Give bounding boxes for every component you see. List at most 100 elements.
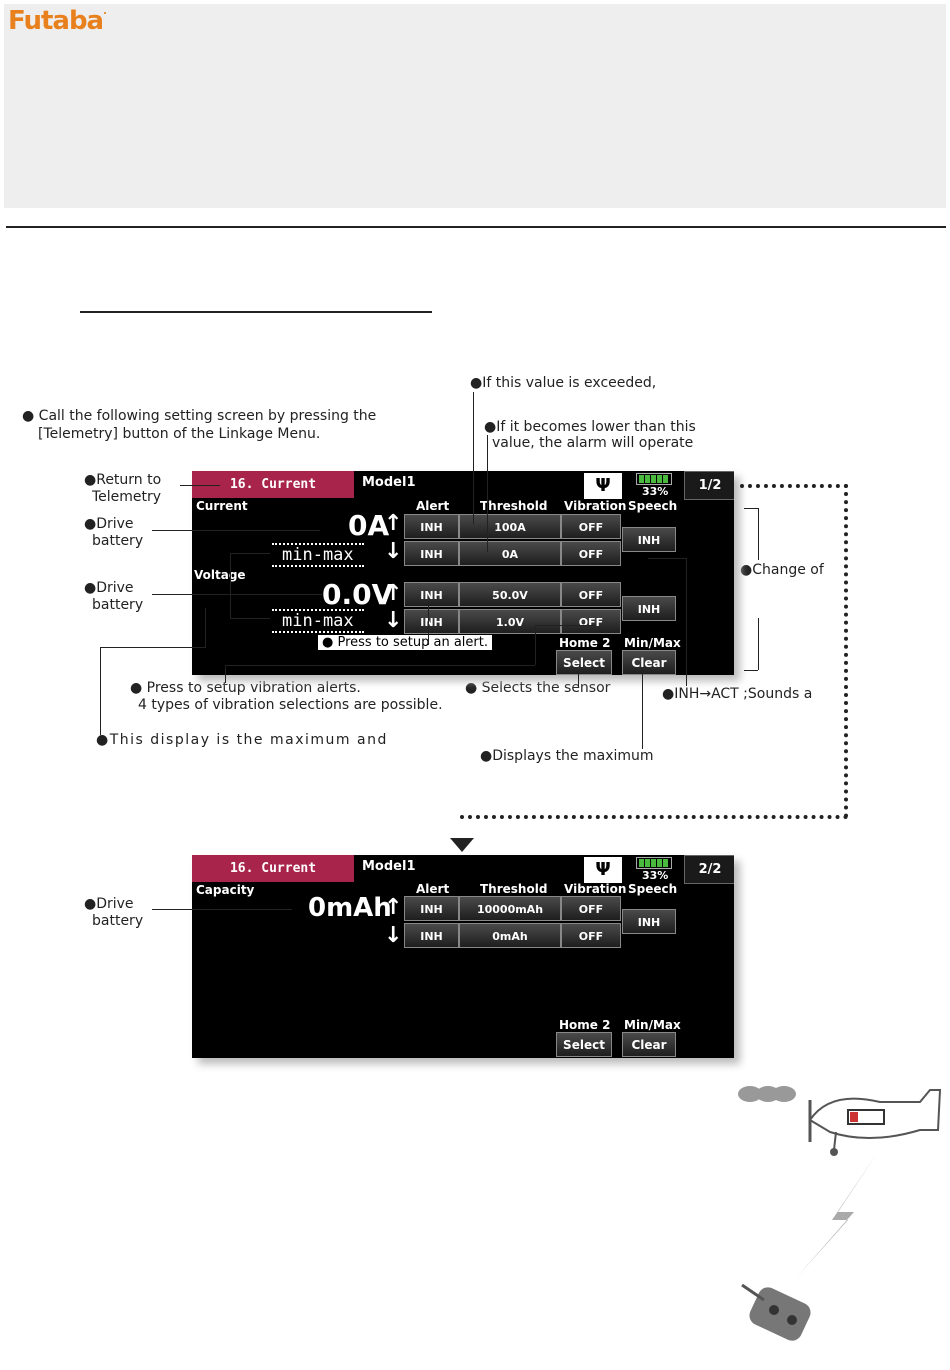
screen-title[interactable]: 16. Current	[192, 471, 354, 498]
alert-button[interactable]: INH	[404, 896, 459, 921]
airplane-icon	[808, 1089, 942, 1156]
alert-button[interactable]: INH	[404, 514, 459, 539]
alert-button[interactable]: INH	[404, 541, 459, 566]
minmax-label: Min/Max	[624, 1018, 681, 1032]
home-label: Home 2	[559, 1018, 611, 1032]
voltage-value: 0.0V	[322, 578, 394, 611]
dotted-connector	[740, 484, 848, 488]
threshold-button[interactable]: 10000mAh	[459, 896, 561, 921]
leader-line	[642, 673, 643, 749]
bracket-line	[758, 508, 759, 560]
leader-line	[535, 625, 536, 665]
note-lower-2: value, the alarm will operate	[492, 435, 694, 451]
header-threshold: Threshold	[480, 499, 548, 513]
alert-setup-callout: ● Press to setup an alert.	[318, 635, 492, 650]
note-return-1: ●Return to	[84, 472, 162, 488]
page-button[interactable]: 2/2	[684, 855, 734, 884]
vibration-button[interactable]: OFF	[561, 609, 621, 634]
note-inh-act: ●INH→ACT ;Sounds a	[662, 686, 813, 702]
note-drive3-1: ●Drive	[84, 896, 134, 912]
section-rule	[6, 226, 946, 228]
header-threshold: Threshold	[480, 882, 548, 896]
select-button[interactable]: Select	[556, 1032, 612, 1057]
leader-line	[473, 392, 474, 524]
speech-button[interactable]: INH	[622, 596, 676, 621]
threshold-button[interactable]: 1.0V	[459, 609, 561, 634]
header-alert: Alert	[416, 499, 450, 513]
battery-icon	[636, 473, 672, 485]
note-vibration-1: ● Press to setup vibration alerts.	[130, 680, 361, 696]
note-call-2: [Telemetry] button of the Linkage Menu.	[38, 426, 321, 442]
header-vibration: Vibration	[564, 499, 627, 513]
leader-line	[230, 553, 270, 554]
current-value: 0A	[348, 509, 390, 542]
note-return-2: Telemetry	[92, 489, 162, 505]
alert-button[interactable]: INH	[404, 582, 459, 607]
note-selects: ● Selects the sensor	[465, 680, 611, 696]
minmax-label: Min/Max	[624, 636, 681, 650]
lightning-icon	[796, 1152, 878, 1278]
leader-line	[535, 625, 595, 626]
threshold-button[interactable]: 0mAh	[459, 923, 561, 948]
screen-title[interactable]: 16. Current	[192, 855, 354, 882]
down-arrow-icon: ↓	[384, 539, 403, 564]
note-change: ●Change of	[740, 562, 824, 578]
threshold-button[interactable]: 0A	[459, 541, 561, 566]
capacity-value: 0mAh	[308, 893, 392, 923]
telemetry-screen-page-1: 16. Current Model1 Ψ 33% 1/2 Current Vol…	[192, 471, 734, 675]
note-drive1-1: ●Drive	[84, 516, 134, 532]
dotted-connector	[460, 815, 848, 819]
up-arrow-icon: ↑	[384, 581, 403, 606]
speech-button[interactable]: INH	[622, 527, 676, 552]
down-arrow-icon: ↓	[384, 923, 403, 948]
page-button[interactable]: 1/2	[684, 471, 734, 500]
leader-line	[152, 594, 322, 595]
leader-line	[152, 909, 292, 910]
leader-line	[152, 530, 320, 531]
antenna-icon: Ψ	[584, 473, 622, 499]
bracket-line	[744, 508, 758, 509]
clear-button[interactable]: Clear	[622, 650, 676, 675]
select-button[interactable]: Select	[556, 650, 612, 675]
down-triangle-icon	[450, 838, 474, 852]
battery-icon	[636, 857, 672, 869]
bracket-line	[744, 670, 758, 671]
current-minmax: min-max	[272, 543, 364, 567]
speech-cloud-icon	[738, 1086, 796, 1102]
leader-line	[686, 558, 687, 686]
header-alert: Alert	[416, 882, 450, 896]
leader-line	[487, 435, 488, 552]
alert-button[interactable]: INH	[404, 609, 459, 634]
battery-percent: 33%	[642, 869, 669, 882]
futaba-logo: Futaba.	[8, 6, 107, 36]
note-drive2-2: battery	[92, 597, 144, 613]
leader-line	[225, 665, 535, 666]
vibration-button[interactable]: OFF	[561, 541, 621, 566]
note-drive1-2: battery	[92, 533, 144, 549]
note-displays-max: ●Displays the maximum	[480, 748, 654, 764]
dotted-connector	[844, 484, 848, 818]
antenna-icon: Ψ	[584, 857, 622, 883]
leader-line	[225, 665, 226, 683]
up-arrow-icon: ↑	[384, 895, 403, 920]
telemetry-screen-page-2: 16. Current Model1 Ψ 33% 2/2 Capacity Al…	[192, 855, 734, 1058]
up-arrow-icon: ↑	[384, 511, 403, 536]
vibration-button[interactable]: OFF	[561, 896, 621, 921]
leader-line	[230, 553, 231, 618]
leader-line	[648, 558, 686, 559]
leader-line	[205, 608, 206, 648]
speech-button[interactable]: INH	[622, 909, 676, 934]
model-name: Model1	[362, 859, 416, 874]
vibration-button[interactable]: OFF	[561, 514, 621, 539]
note-drive3-2: battery	[92, 913, 144, 929]
note-lower-1: ●If it becomes lower than this	[484, 419, 696, 435]
threshold-button[interactable]: 50.0V	[459, 582, 561, 607]
vibration-button[interactable]: OFF	[561, 923, 621, 948]
alert-button[interactable]: INH	[404, 923, 459, 948]
vibration-button[interactable]: OFF	[561, 582, 621, 607]
clear-button[interactable]: Clear	[622, 1032, 676, 1057]
threshold-button[interactable]: 100A	[459, 514, 561, 539]
transmitter-icon	[741, 1283, 811, 1341]
section-current: Current	[196, 499, 248, 513]
home-label: Home 2	[559, 636, 611, 650]
